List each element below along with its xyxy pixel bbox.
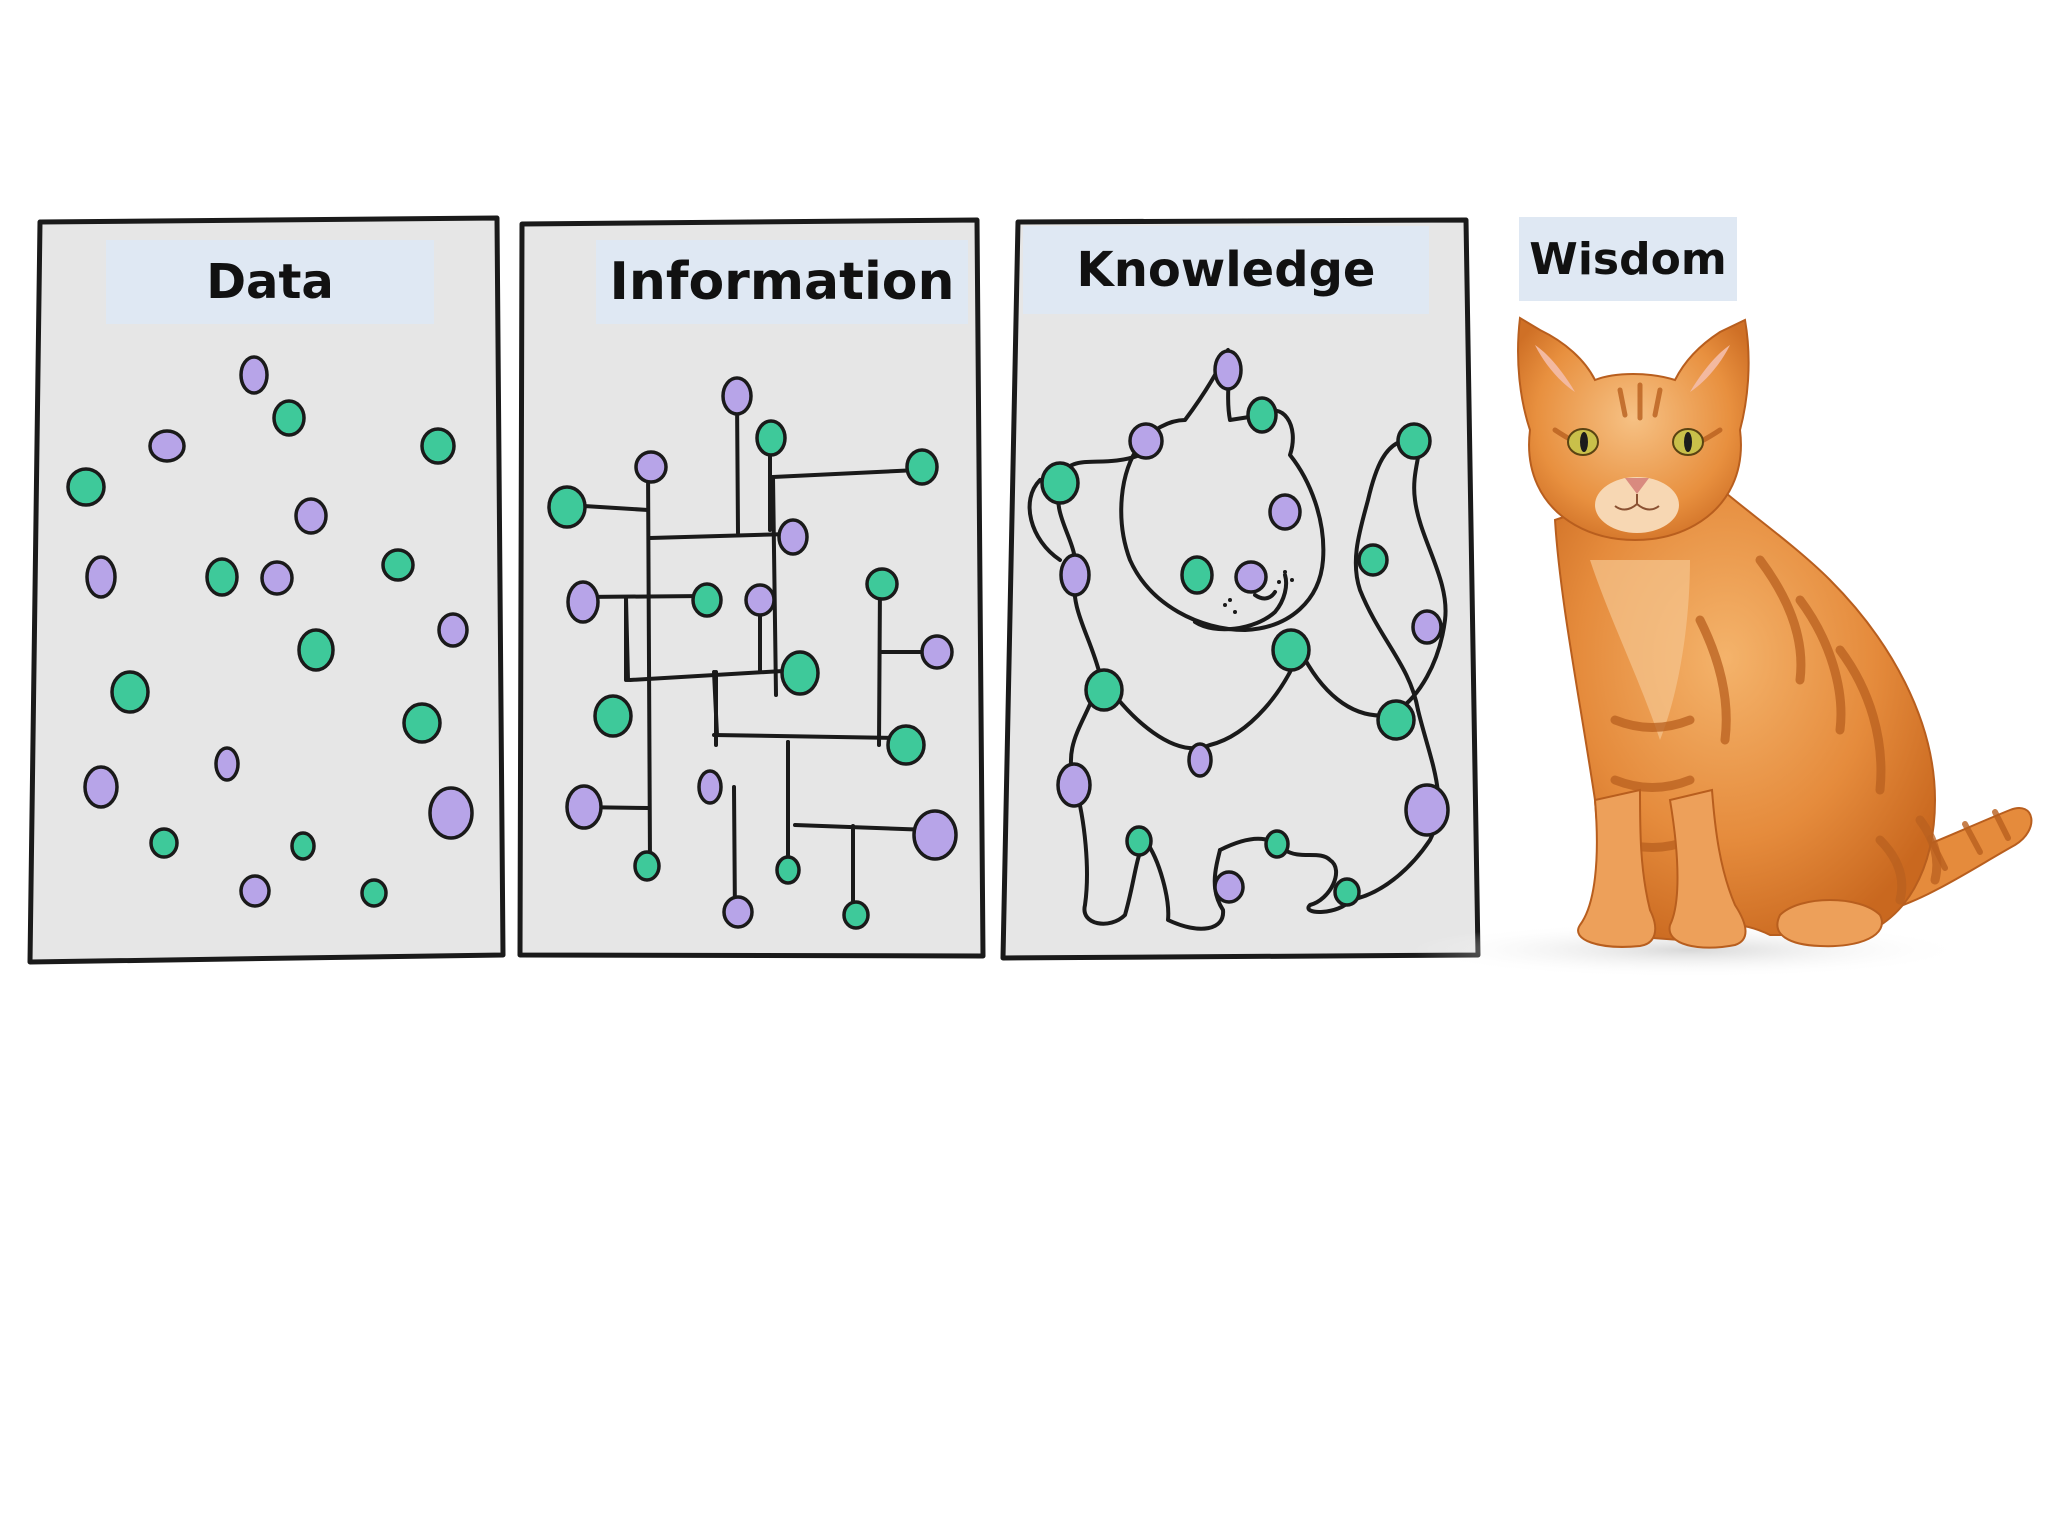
node-dot — [1246, 396, 1278, 434]
node-dot — [1268, 493, 1302, 531]
node-dot — [239, 355, 269, 395]
panel-knowledge — [1000, 217, 1481, 961]
node-dot — [1396, 422, 1432, 460]
knowledge-dots — [1040, 349, 1450, 907]
node-dot — [634, 450, 668, 484]
node-dot — [1056, 762, 1092, 808]
label-wisdom: Wisdom — [1519, 217, 1737, 301]
node-dot — [865, 567, 899, 601]
node-dot — [1213, 349, 1243, 391]
node-dot — [83, 765, 119, 809]
node-dot — [547, 485, 587, 529]
panel-data — [27, 215, 506, 965]
node-dot — [214, 746, 240, 782]
node-dot — [1128, 422, 1164, 460]
node-dot — [691, 582, 723, 618]
label-data: Data — [106, 240, 434, 324]
node-dot — [428, 786, 474, 840]
node-dot — [1411, 609, 1443, 645]
knowledge-whisker-dots — [1223, 570, 1294, 614]
node-dot — [1187, 742, 1213, 778]
label-information: Information — [596, 240, 968, 324]
node-dot — [1213, 870, 1245, 904]
node-dot — [777, 518, 809, 556]
panel-information — [517, 217, 986, 959]
node-dot — [565, 784, 603, 830]
node-dot — [205, 557, 239, 597]
node-dot — [294, 497, 328, 535]
node-dot — [437, 612, 469, 648]
node-dot — [1040, 461, 1080, 505]
node-dot — [360, 878, 388, 908]
node-dot — [260, 560, 294, 596]
node-dot — [1271, 628, 1311, 672]
cat-front-leg-right — [1668, 788, 1747, 949]
node-dot — [1357, 543, 1389, 577]
node-dot — [85, 555, 117, 599]
node-dot — [1125, 825, 1153, 857]
node-dot — [149, 827, 179, 859]
data-dots — [66, 355, 474, 908]
node-dot — [842, 900, 870, 930]
label-knowledge: Knowledge — [1023, 226, 1429, 314]
node-dot — [272, 399, 306, 437]
panel-wisdom — [1410, 316, 2033, 978]
node-dot — [1234, 560, 1268, 594]
node-dot — [1264, 829, 1290, 859]
node-dot — [722, 895, 754, 929]
node-dot — [239, 874, 271, 908]
node-dot — [905, 448, 939, 486]
cat-hind-paw — [1776, 899, 1883, 948]
node-dot — [633, 850, 661, 882]
cat-front-leg-left — [1577, 788, 1657, 948]
node-dot — [1059, 553, 1091, 597]
node-dot — [912, 809, 958, 861]
node-dot — [566, 580, 600, 624]
cat-head — [1517, 316, 1750, 541]
node-dot — [775, 855, 801, 885]
cat-nose — [1625, 478, 1649, 494]
node-dot — [1404, 783, 1450, 837]
information-dots — [547, 376, 958, 930]
node-dot — [110, 670, 150, 714]
node-dot — [697, 769, 723, 805]
node-dot — [744, 583, 776, 617]
node-dot — [1180, 555, 1214, 595]
node-dot — [290, 831, 316, 861]
node-dot — [148, 429, 186, 463]
node-dot — [780, 650, 820, 696]
node-dot — [1376, 699, 1416, 741]
node-dot — [721, 376, 753, 416]
node-dot — [1084, 668, 1124, 712]
node-dot — [755, 419, 787, 457]
node-dot — [420, 427, 456, 465]
cat-illustration — [1517, 316, 2033, 949]
node-dot — [402, 702, 442, 744]
node-dot — [593, 694, 633, 738]
node-dot — [1333, 877, 1361, 907]
node-dot — [920, 634, 954, 670]
node-dot — [381, 548, 415, 582]
node-dot — [886, 724, 926, 766]
node-dot — [66, 467, 106, 507]
node-dot — [297, 628, 335, 672]
